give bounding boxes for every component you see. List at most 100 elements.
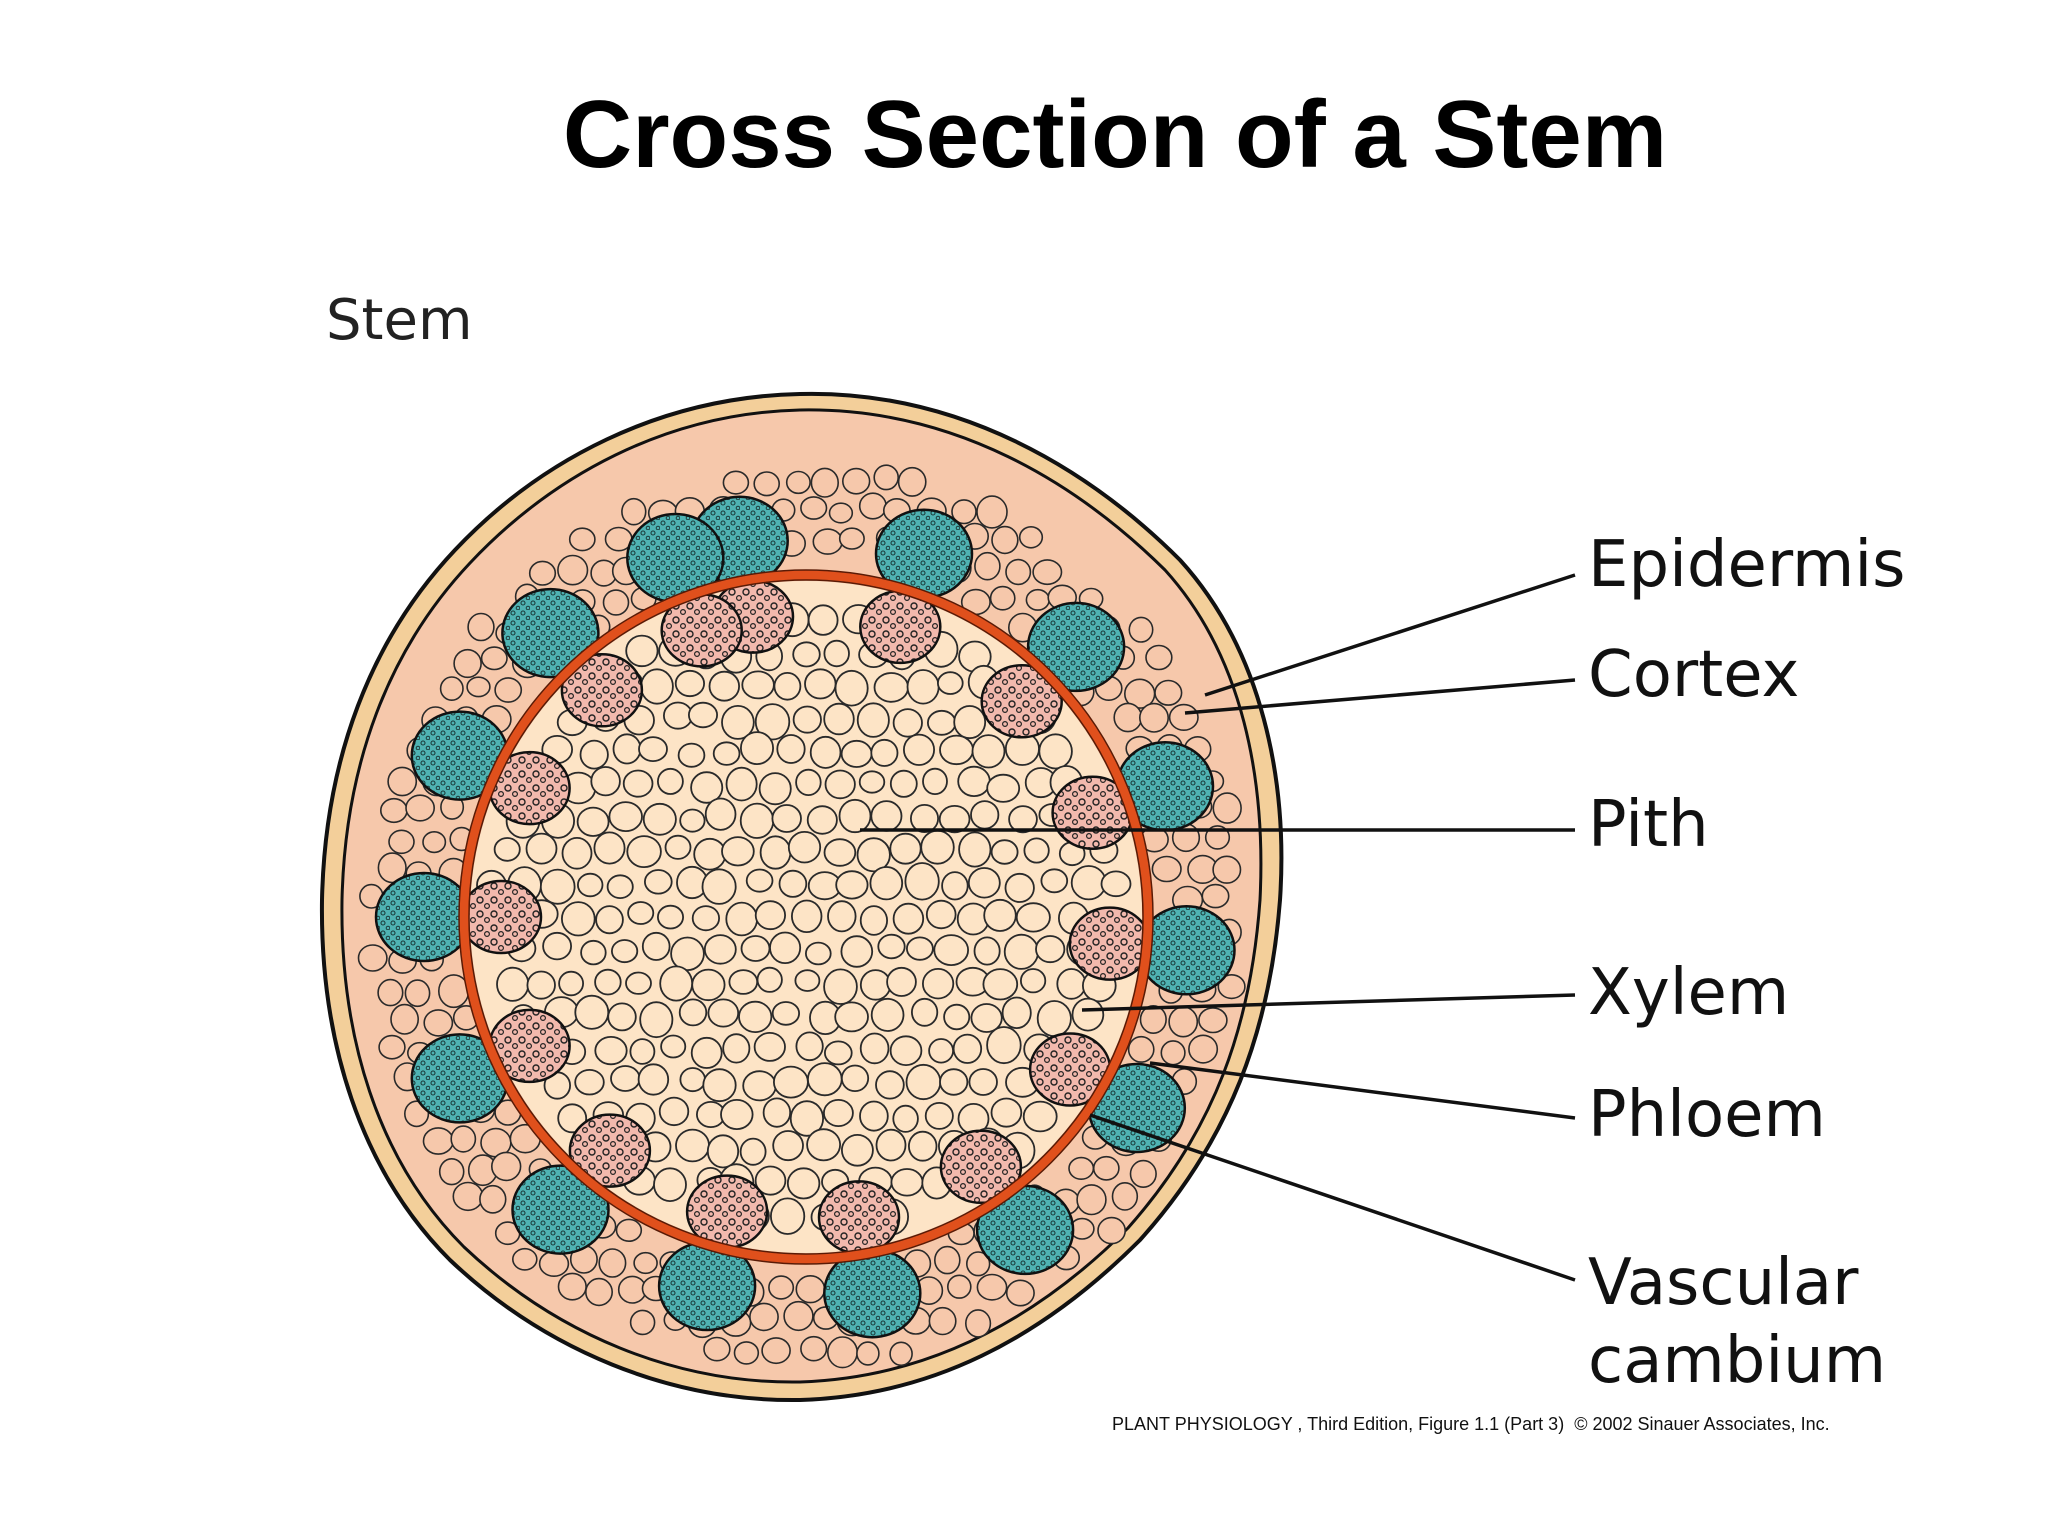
pith-cell — [690, 1036, 723, 1069]
pith-cell — [610, 939, 639, 964]
pith-cell — [745, 868, 774, 893]
phloem-bundle — [501, 587, 600, 679]
pith-cell — [627, 901, 655, 925]
pith-cell — [856, 702, 890, 738]
pith-cell — [823, 1040, 853, 1066]
pith-cell — [574, 1068, 605, 1096]
pith-cell — [574, 994, 610, 1030]
pith-cell — [939, 734, 974, 766]
pith-cell — [720, 1099, 754, 1131]
cortex-cell — [976, 495, 1008, 529]
phloem-bundle — [1026, 601, 1126, 693]
pith-cell — [856, 837, 891, 873]
cortex-cell — [1151, 855, 1182, 883]
pith-cell — [792, 705, 822, 734]
pith-cell — [834, 669, 869, 707]
pith-cell — [933, 934, 969, 966]
xylem-bundle — [817, 1180, 901, 1255]
xylem-bundle — [1068, 906, 1152, 981]
cortex-cell — [439, 676, 464, 702]
pith-cell — [968, 1068, 998, 1096]
pith-cell — [739, 1137, 767, 1166]
pith-cell — [688, 701, 719, 729]
cortex-cell — [838, 527, 865, 550]
cambium-inner-edge — [468, 579, 1144, 1255]
cortex-cell — [621, 497, 647, 526]
cortex-cell — [598, 1248, 627, 1278]
panel-label-stem: Stem — [326, 288, 473, 353]
pith-cell — [771, 804, 802, 833]
cortex-cell — [858, 492, 887, 520]
pith-cell — [658, 1096, 690, 1127]
pith-cell — [659, 965, 694, 1002]
pith-cell — [639, 1001, 674, 1039]
pith-cell — [840, 935, 874, 968]
pith-cell — [875, 1070, 905, 1100]
pith-cell — [769, 931, 802, 965]
cortex-cell — [810, 467, 839, 498]
vascular-bundles — [374, 495, 1236, 1339]
pith-cell — [525, 832, 558, 865]
cortex-cell — [377, 978, 404, 1007]
pith-cell — [870, 738, 899, 767]
pith-cell — [924, 1102, 954, 1130]
pith-cell — [678, 998, 708, 1027]
cortex-cell — [568, 527, 596, 552]
phloem-leader-line — [1149, 1061, 1576, 1120]
pith-cell — [738, 1000, 773, 1034]
pith-cell — [622, 769, 654, 798]
pith-cell — [754, 900, 787, 931]
pith-cell — [906, 669, 940, 705]
cortex-cell — [1139, 702, 1170, 733]
pith-cell — [594, 968, 622, 996]
label-pith: Pith — [1588, 788, 1709, 862]
pith-cell — [920, 829, 955, 865]
pith-cell — [1036, 1000, 1072, 1038]
pith-cell — [904, 862, 940, 901]
cortex-cell — [1160, 1040, 1186, 1066]
pith-cell — [579, 739, 609, 770]
pith-cell — [679, 1067, 706, 1093]
pith-cell — [640, 668, 674, 705]
cortex-cell — [450, 1125, 477, 1153]
pith-cell — [754, 703, 791, 741]
pith-cell — [990, 1097, 1023, 1128]
pith-cell — [807, 604, 839, 636]
pith-cell — [859, 969, 892, 1001]
cortex-cell — [722, 470, 750, 495]
pith-cell — [892, 902, 925, 935]
vascular-cambium-leader-line — [1089, 1113, 1576, 1282]
pith-cell — [1056, 968, 1087, 1000]
cortex-cell — [800, 1335, 828, 1362]
cortex-cell — [1198, 1007, 1228, 1034]
pith-cell — [791, 899, 823, 934]
pith-cell — [758, 772, 792, 806]
cortex-cell — [703, 1336, 731, 1362]
cortex-cell — [1212, 792, 1242, 824]
pith-cell — [606, 874, 634, 899]
cortex-cell — [1113, 702, 1143, 733]
pith-cell — [756, 966, 783, 993]
pith-cell — [1022, 1100, 1058, 1133]
cortex-leader-line — [1184, 678, 1576, 715]
cortex-cell — [1127, 1035, 1155, 1063]
pith-cell — [693, 837, 727, 871]
cortex-cell — [928, 1306, 957, 1336]
pith-cell — [691, 968, 726, 1002]
pith-cell — [637, 1063, 670, 1096]
pith-cell — [593, 831, 626, 865]
pith-cell — [725, 901, 758, 937]
cortex-cell — [633, 1251, 658, 1275]
pith-cell — [580, 939, 607, 966]
xylem-bundle — [560, 653, 644, 728]
pith-cell — [806, 805, 838, 835]
pith-cell — [670, 936, 705, 971]
pith-cell — [742, 1070, 777, 1102]
pith-cell — [925, 899, 957, 930]
pith-cell — [1038, 733, 1073, 770]
pith-cell — [943, 1003, 971, 1031]
cortex-cell — [1168, 1006, 1199, 1038]
cortex-cell — [1154, 679, 1183, 706]
pith-cell — [703, 934, 737, 965]
